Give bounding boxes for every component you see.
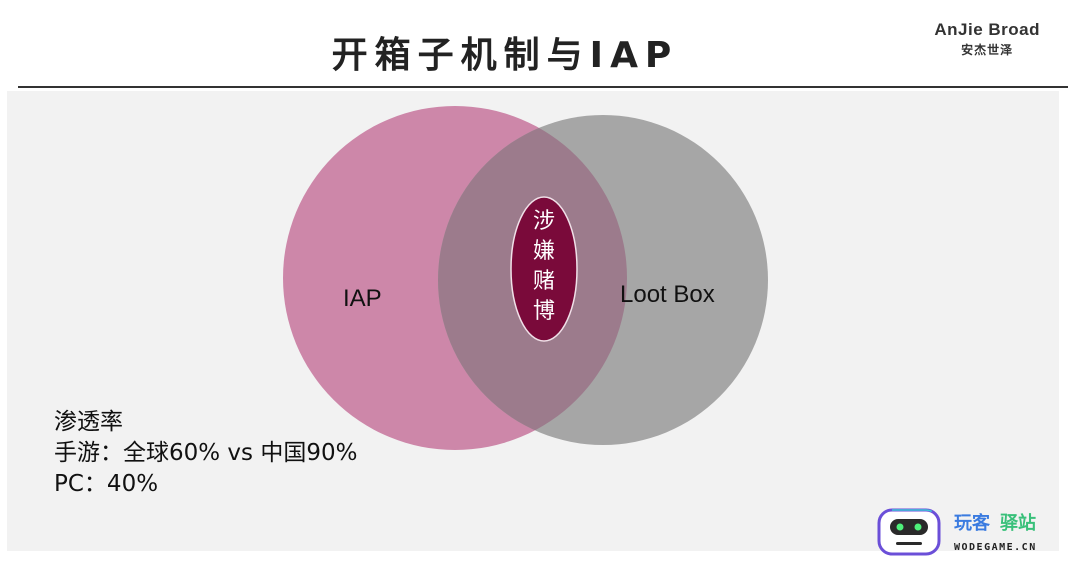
brand-logo: AnJie Broad 安杰世泽 xyxy=(934,20,1040,58)
notes-heading: 渗透率 xyxy=(54,409,123,435)
notes-mobile: 手游：全球60% vs 中国90% xyxy=(54,440,358,466)
penetration-notes: 渗透率 手游：全球60% vs 中国90% PC：40% xyxy=(54,407,357,500)
center-char: 赌 xyxy=(532,269,555,294)
center-char: 博 xyxy=(532,299,555,324)
center-badge-label: 涉 嫌 赌 博 xyxy=(525,207,563,327)
venn-overlap xyxy=(438,115,627,445)
watermark-en: WODEGAME.CN xyxy=(954,542,1037,553)
watermark-cn: 玩客驿站 xyxy=(954,509,1036,535)
center-badge xyxy=(510,196,578,342)
brand-name-cn: 安杰世泽 xyxy=(961,43,1014,57)
venn-label-loot-box: Loot Box xyxy=(620,281,715,308)
brand-name-en: AnJie Broad xyxy=(934,20,1040,39)
watermark: 玩客驿站 WODEGAME.CN xyxy=(876,507,1076,562)
center-char: 涉 xyxy=(532,209,555,234)
watermark-cn-part2: 驿站 xyxy=(1000,513,1036,534)
center-char: 嫌 xyxy=(532,239,555,264)
title-divider xyxy=(18,86,1068,88)
venn-label-iap: IAP xyxy=(343,285,382,312)
slide-title: 开箱子机制与IAP xyxy=(331,35,679,76)
watermark-cn-part1: 玩客 xyxy=(954,513,990,534)
notes-pc: PC：40% xyxy=(54,471,159,497)
robot-face-icon xyxy=(877,508,941,556)
